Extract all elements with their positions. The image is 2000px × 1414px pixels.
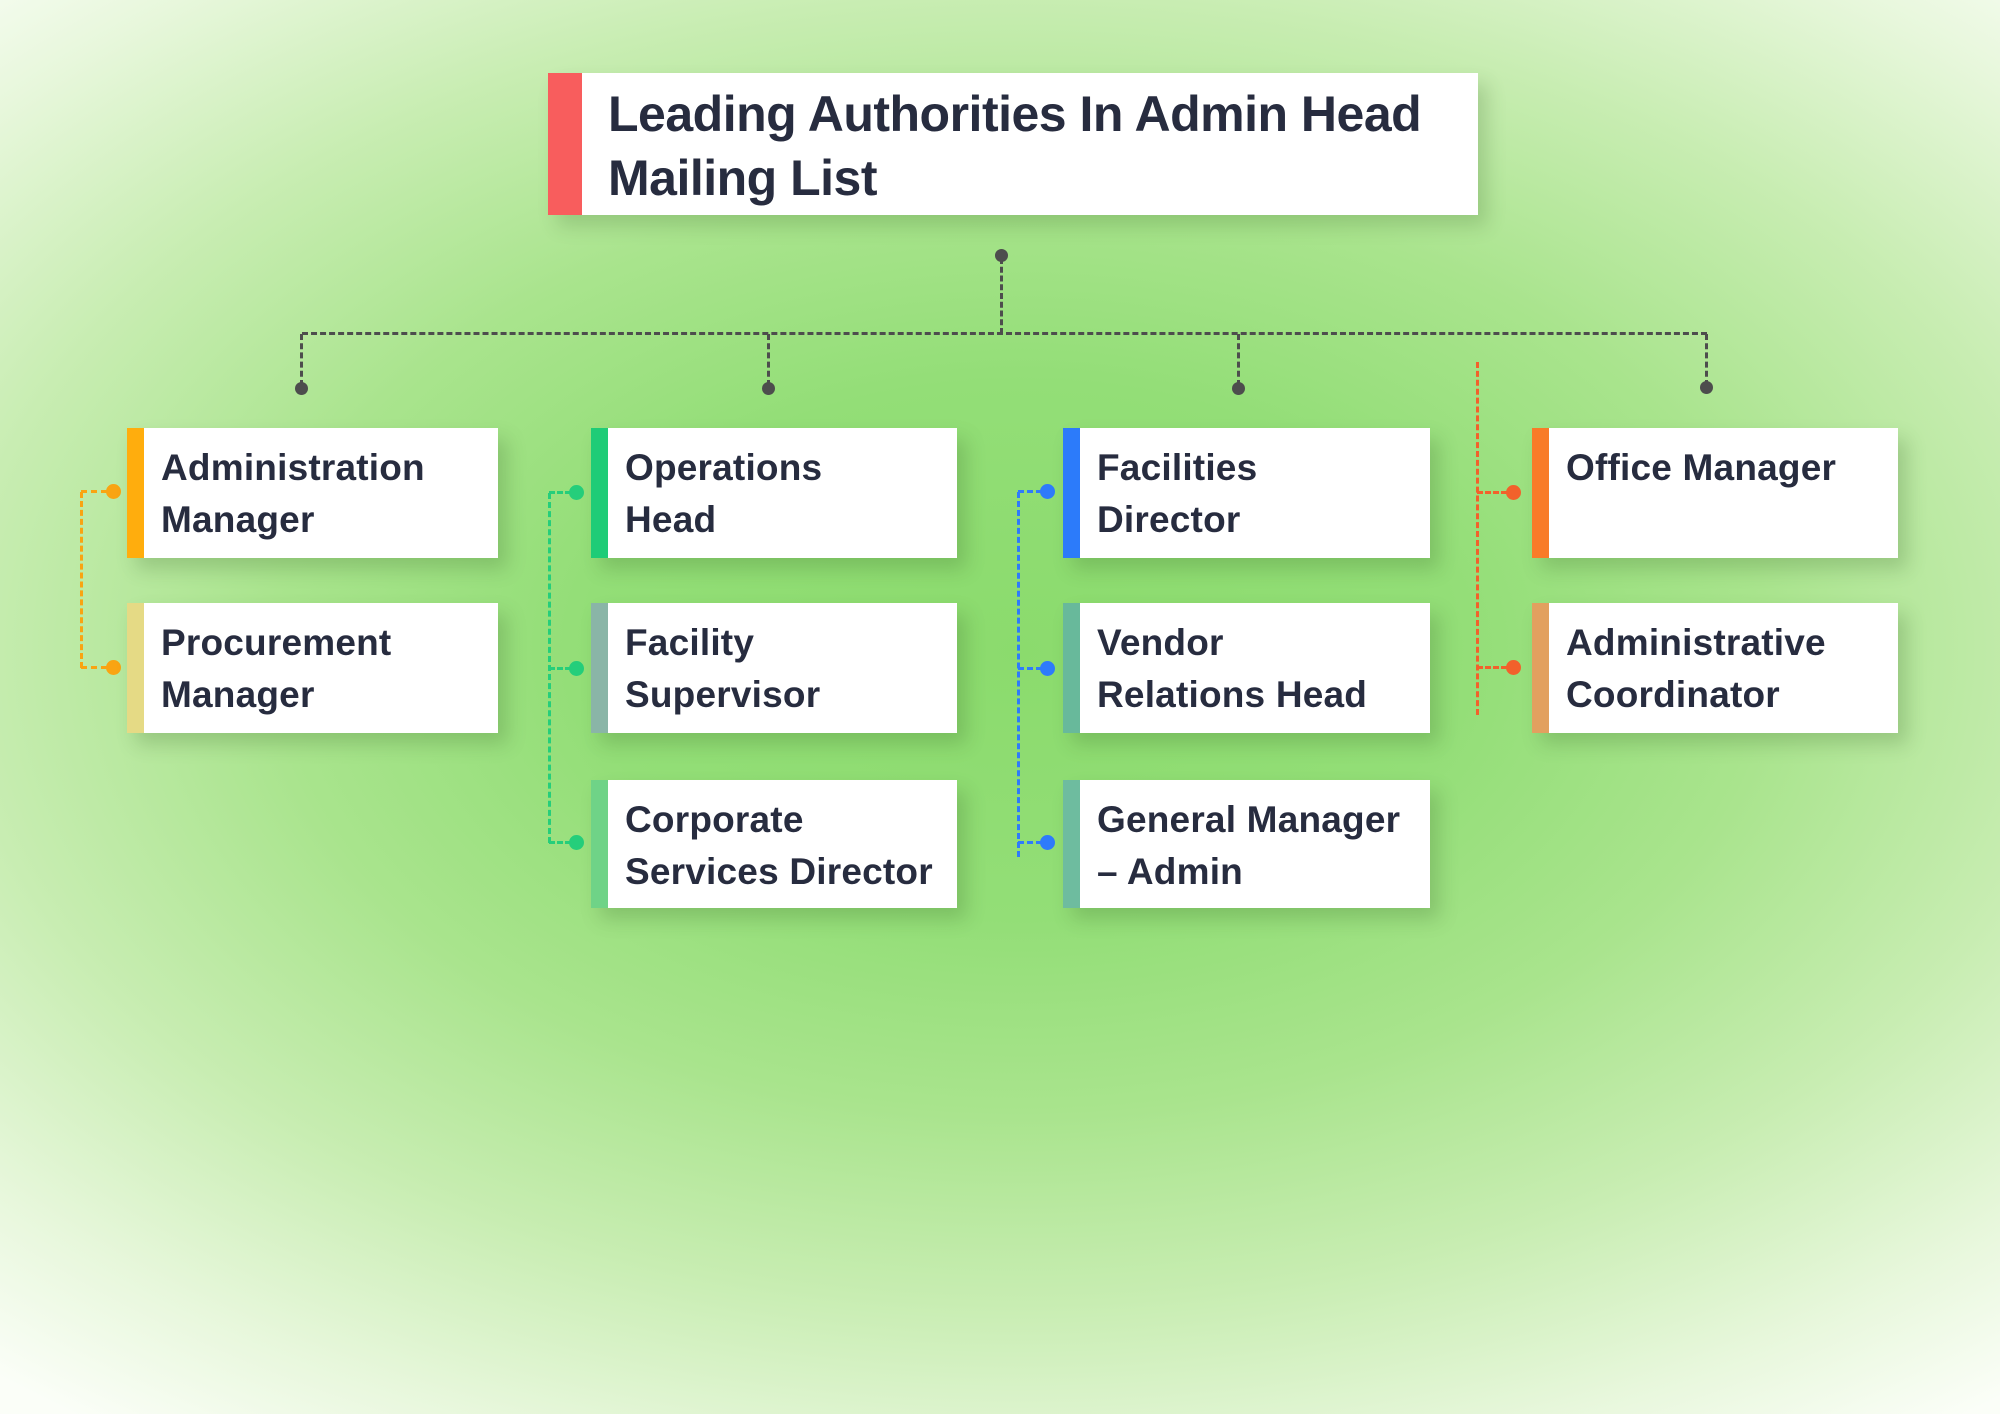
card-label: Corporate Services Director (608, 780, 943, 908)
column-2-dot-2 (569, 661, 584, 676)
branch-stub-column-4 (1705, 334, 1708, 386)
root-node-dot (995, 249, 1008, 262)
card-label-line-2: Supervisor (625, 674, 821, 715)
card-accent-bar (127, 428, 144, 558)
card-corporate-services-director: Corporate Services Director (591, 780, 957, 908)
card-label-line-1: Facilities (1097, 447, 1258, 488)
root-connector-vertical (1000, 258, 1003, 334)
card-label: Facilities Director (1080, 428, 1267, 558)
column-3-connector-3 (1018, 841, 1042, 844)
card-label: Vendor Relations Head (1080, 603, 1377, 733)
column-4-dot-1 (1506, 485, 1521, 500)
card-operations-head: Operations Head (591, 428, 957, 558)
card-accent-bar (127, 603, 144, 733)
root-connector-horizontal (302, 332, 1707, 335)
branch-dot-column-3 (1232, 382, 1245, 395)
card-accent-bar (1532, 603, 1549, 733)
column-2-connector-3 (549, 841, 571, 844)
card-label: Administration Manager (144, 428, 435, 558)
card-label-line-1: Office Manager (1566, 447, 1837, 488)
card-label: Office Manager (1549, 428, 1846, 558)
card-label: Facility Supervisor (608, 603, 830, 733)
card-accent-bar (1063, 428, 1080, 558)
card-label: Procurement Manager (144, 603, 401, 733)
column-3-dot-3 (1040, 835, 1055, 850)
card-label-line-1: Procurement (161, 622, 392, 663)
card-label-line-1: Operations (625, 447, 823, 488)
column-3-connector-vertical (1017, 492, 1020, 857)
column-4-connector-2 (1477, 666, 1507, 669)
card-label: General Manager – Admin (1080, 780, 1410, 908)
card-facility-supervisor: Facility Supervisor (591, 603, 957, 733)
column-2-dot-3 (569, 835, 584, 850)
branch-dot-column-4 (1700, 381, 1713, 394)
card-label-line-1: Corporate (625, 799, 804, 840)
card-label-line-1: General Manager (1097, 799, 1401, 840)
branch-dot-column-2 (762, 382, 775, 395)
card-facilities-director: Facilities Director (1063, 428, 1430, 558)
branch-dot-column-1 (295, 382, 308, 395)
card-general-manager-admin: General Manager – Admin (1063, 780, 1430, 908)
card-office-manager: Office Manager (1532, 428, 1898, 558)
card-label-line-2: Relations Head (1097, 674, 1368, 715)
card-procurement-manager: Procurement Manager (127, 603, 498, 733)
column-4-connector-vertical (1476, 362, 1479, 715)
card-label-line-2: Coordinator (1566, 674, 1780, 715)
branch-stub-column-1 (300, 334, 303, 386)
column-1-dot-2 (106, 660, 121, 675)
column-1-connector-vertical (80, 492, 83, 668)
column-2-connector-1 (549, 491, 571, 494)
card-label-line-1: Facility (625, 622, 755, 663)
page-title: Leading Authorities In Admin Head Mailin… (582, 73, 1422, 215)
column-1-connector-bottom (81, 666, 107, 669)
column-2-connector-2 (549, 667, 571, 670)
card-accent-bar (1063, 603, 1080, 733)
card-administrative-coordinator: Administrative Coordinator (1532, 603, 1898, 733)
column-1-connector-top (81, 490, 107, 493)
card-accent-bar (591, 428, 608, 558)
card-label-line-1: Administrative (1566, 622, 1826, 663)
card-label-line-2: Services Director (625, 851, 933, 892)
column-3-dot-1 (1040, 484, 1055, 499)
card-label-line-1: Administration (161, 447, 425, 488)
branch-stub-column-2 (767, 334, 770, 386)
card-accent-bar (1532, 428, 1549, 558)
card-label-line-2: – Admin (1097, 851, 1243, 892)
card-administration-manager: Administration Manager (127, 428, 498, 558)
column-4-connector-1 (1477, 491, 1507, 494)
card-accent-bar (591, 780, 608, 908)
card-label: Administrative Coordinator (1549, 603, 1836, 733)
title-accent-bar (548, 73, 582, 215)
card-vendor-relations-head: Vendor Relations Head (1063, 603, 1430, 733)
card-label-line-2: Manager (161, 674, 315, 715)
card-accent-bar (1063, 780, 1080, 908)
column-3-connector-1 (1018, 490, 1042, 493)
column-3-connector-2 (1018, 667, 1042, 670)
card-accent-bar (591, 603, 608, 733)
page-title-line-1: Leading Authorities In Admin Head (608, 86, 1422, 142)
card-label-line-1: Vendor (1097, 622, 1224, 663)
column-4-dot-2 (1506, 660, 1521, 675)
column-1-dot-1 (106, 484, 121, 499)
chart-title-card: Leading Authorities In Admin Head Mailin… (548, 73, 1478, 215)
column-3-dot-2 (1040, 661, 1055, 676)
card-label-line-2: Head (625, 499, 717, 540)
card-label: Operations Head (608, 428, 832, 558)
page-title-line-2: Mailing List (608, 150, 878, 206)
card-label-line-2: Director (1097, 499, 1241, 540)
branch-stub-column-3 (1237, 334, 1240, 386)
column-2-dot-1 (569, 485, 584, 500)
card-label-line-2: Manager (161, 499, 315, 540)
